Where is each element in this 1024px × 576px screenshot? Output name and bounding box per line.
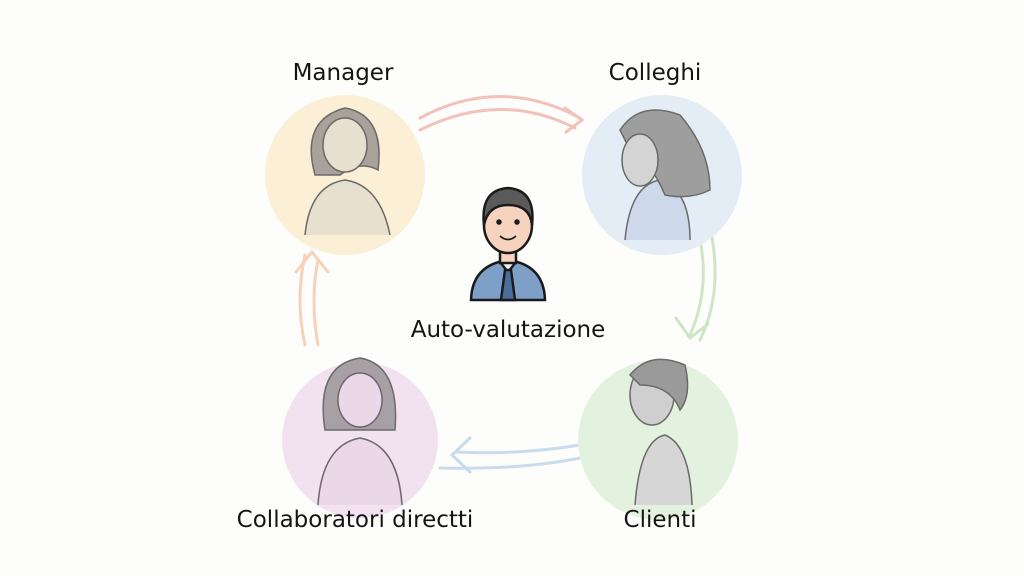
collaboratori-label: Collaboratori directti	[236, 507, 474, 533]
clienti-label: Clienti	[623, 507, 697, 533]
auto-valutazione-label: Auto-valutazione	[410, 317, 606, 343]
person-with-tie-icon	[469, 186, 547, 302]
collaboratori-person-icon	[317, 357, 403, 506]
manager-label: Manager	[292, 60, 394, 86]
colleghi-label: Colleghi	[608, 60, 702, 86]
clienti-person-icon	[628, 358, 693, 506]
arrow-colleghi-to-clienti	[674, 236, 717, 342]
arrow-manager-to-colleghi	[418, 95, 585, 134]
manager-person-icon	[304, 107, 391, 236]
arrow-clienti-to-collaboratori	[438, 436, 582, 474]
colleghi-person-icon	[619, 109, 711, 241]
arrow-collaboratori-to-manager	[294, 249, 330, 347]
